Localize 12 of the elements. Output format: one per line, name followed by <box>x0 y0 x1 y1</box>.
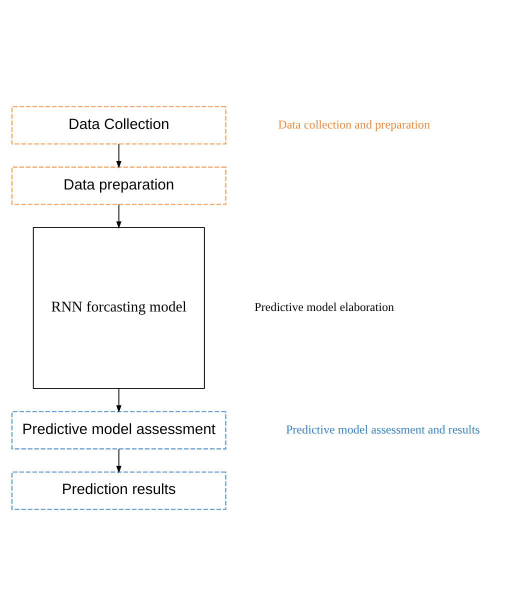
arrow <box>116 448 122 473</box>
arrow <box>116 388 122 412</box>
node-box: Data Collection <box>11 106 226 144</box>
node-box: Data preparation <box>11 166 226 204</box>
label: Data collection and preparation <box>278 116 430 131</box>
arrow <box>116 203 122 228</box>
label: Predictive model elaboration <box>254 300 394 314</box>
node-box: Prediction results <box>11 471 226 510</box>
arrow <box>116 143 122 168</box>
node-box: Predictive model assessment <box>11 410 226 449</box>
node-box: RNN forcasting model <box>32 226 205 388</box>
label: Predictive model assessment and results <box>286 422 480 436</box>
